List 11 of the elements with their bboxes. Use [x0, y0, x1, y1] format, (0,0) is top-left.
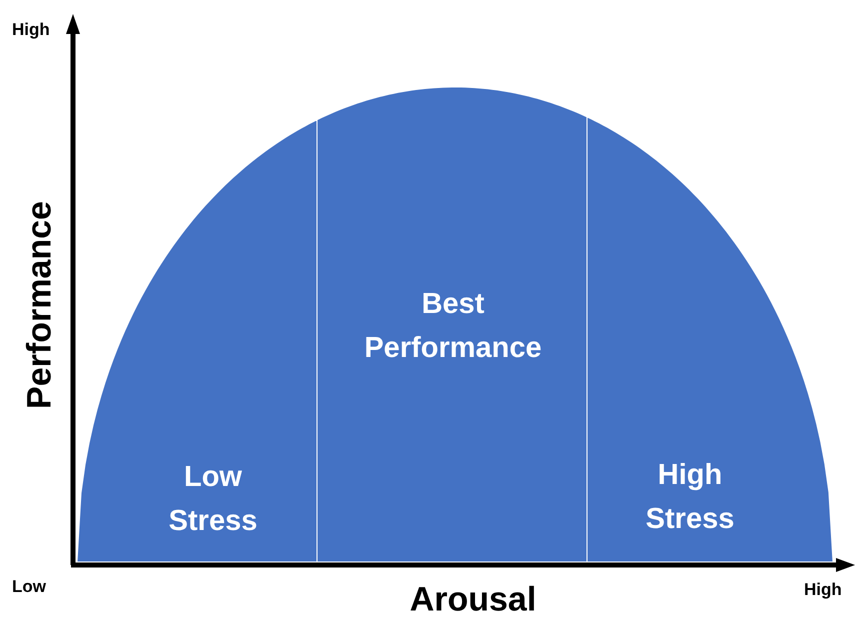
- curve-region: [77, 119, 317, 562]
- axis-title: Performance: [20, 201, 60, 409]
- axis-title: Arousal: [410, 580, 536, 619]
- curve-region: [587, 116, 833, 562]
- region-label: Low Stress: [168, 460, 258, 539]
- axis-tick-label: High: [12, 20, 50, 40]
- axis-tick-label: High: [804, 580, 842, 600]
- curve-region: [317, 87, 587, 562]
- region-label: High Stress: [644, 458, 736, 537]
- region-label: Best Performance: [363, 287, 543, 366]
- axis-tick-label: Low: [12, 577, 46, 597]
